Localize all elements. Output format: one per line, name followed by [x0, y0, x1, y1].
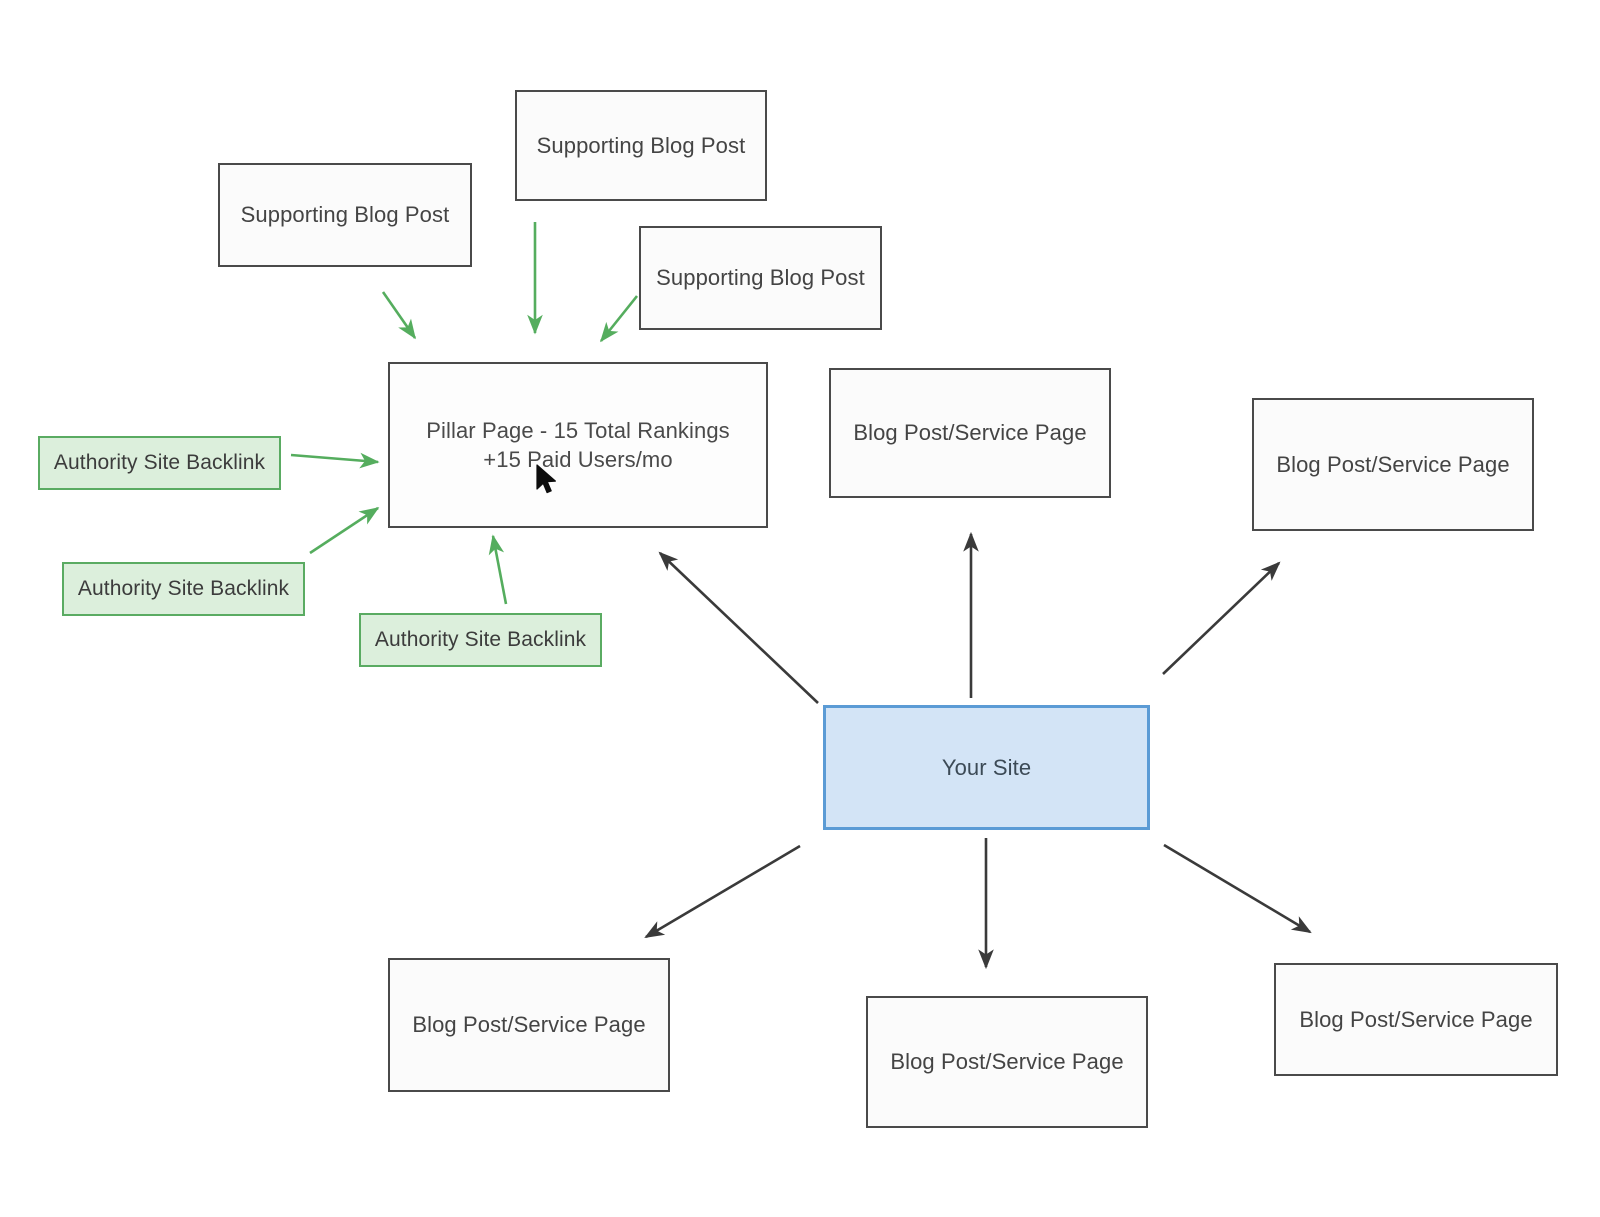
- node-your-site[interactable]: Your Site: [823, 705, 1150, 830]
- node-label-supporting-blog-post-right: Supporting Blog Post: [656, 265, 865, 291]
- edge-yoursite-to-bottom-left: [644, 844, 801, 939]
- edge-supporting-left-to-pillar: [381, 291, 417, 340]
- node-authority-site-backlink-1[interactable]: Authority Site Backlink: [38, 436, 281, 490]
- edge-backlink1-to-pillar: [290, 452, 380, 469]
- node-supporting-blog-post-left[interactable]: Supporting Blog Post: [218, 163, 472, 267]
- node-label-pillar-page: Pillar Page - 15 Total Rankings +15 Paid…: [426, 417, 730, 472]
- node-label-blog-post-service-page-top-right: Blog Post/Service Page: [1276, 451, 1510, 477]
- edge-yoursite-to-pillar: [658, 551, 819, 704]
- node-blog-post-service-page-top-right[interactable]: Blog Post/Service Page: [1252, 398, 1534, 531]
- node-label-blog-post-service-page-bottom-left: Blog Post/Service Page: [412, 1012, 646, 1038]
- node-blog-post-service-page-bottom-right[interactable]: Blog Post/Service Page: [1274, 963, 1558, 1076]
- node-label-supporting-blog-post-left: Supporting Blog Post: [240, 202, 450, 228]
- node-authority-site-backlink-2[interactable]: Authority Site Backlink: [62, 562, 305, 616]
- node-label-your-site: Your Site: [941, 754, 1032, 780]
- node-label-authority-site-backlink-1: Authority Site Backlink: [53, 451, 266, 475]
- edge-backlink3-to-pillar: [488, 534, 508, 605]
- edge-supporting-right-to-pillar: [599, 295, 639, 343]
- edge-backlink2-to-pillar: [309, 506, 380, 555]
- edge-yoursite-to-top-right: [1162, 561, 1281, 675]
- node-label-blog-post-service-page-bottom-right: Blog Post/Service Page: [1299, 1006, 1533, 1032]
- node-supporting-blog-post-top[interactable]: Supporting Blog Post: [515, 90, 767, 201]
- node-blog-post-service-page-top-center[interactable]: Blog Post/Service Page: [829, 368, 1111, 498]
- node-pillar-page[interactable]: Pillar Page - 15 Total Rankings +15 Paid…: [388, 362, 768, 528]
- node-label-blog-post-service-page-bottom-center: Blog Post/Service Page: [890, 1049, 1124, 1075]
- edge-yoursite-to-bottom-right: [1163, 843, 1312, 934]
- node-label-blog-post-service-page-top-center: Blog Post/Service Page: [853, 420, 1087, 446]
- node-blog-post-service-page-bottom-center[interactable]: Blog Post/Service Page: [866, 996, 1148, 1128]
- node-label-authority-site-backlink-3: Authority Site Backlink: [374, 628, 587, 652]
- node-blog-post-service-page-bottom-left[interactable]: Blog Post/Service Page: [388, 958, 670, 1092]
- node-authority-site-backlink-3[interactable]: Authority Site Backlink: [359, 613, 602, 667]
- node-label-authority-site-backlink-2: Authority Site Backlink: [77, 577, 290, 601]
- node-label-supporting-blog-post-top: Supporting Blog Post: [536, 132, 746, 158]
- node-supporting-blog-post-right[interactable]: Supporting Blog Post: [639, 226, 882, 330]
